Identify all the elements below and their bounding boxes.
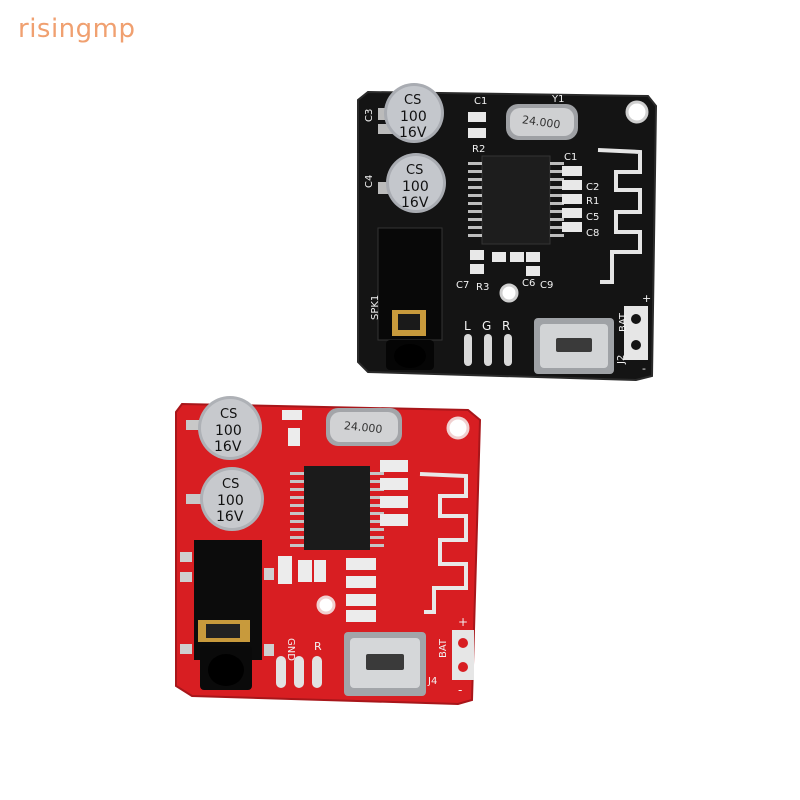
- crystal-oscillator: 24.000: [326, 408, 402, 446]
- capacitor-bottom: CS 100 16V: [186, 467, 264, 531]
- mounting-hole: [625, 100, 649, 124]
- crystal-oscillator: 24.000: [506, 104, 578, 140]
- label-c4: C4: [364, 175, 375, 188]
- label-r: R: [314, 640, 322, 653]
- label-l: L: [464, 319, 471, 333]
- main-ic-chip: [290, 466, 384, 550]
- red-pcb-board: CS 100 16V CS 100 16V: [175, 396, 482, 706]
- mounting-hole: [316, 595, 336, 615]
- label-plus: +: [642, 292, 651, 305]
- label-y1: Y1: [551, 94, 564, 105]
- bluetooth-antenna: [419, 472, 468, 614]
- main-ic-chip: [468, 155, 564, 245]
- mounting-hole: [446, 416, 470, 440]
- label-bat: BAT: [438, 638, 449, 658]
- smd-components: [468, 112, 582, 276]
- label-c9: C9: [540, 280, 553, 291]
- smd-components: [278, 410, 408, 622]
- label-c8: C8: [586, 228, 599, 239]
- watermark-text: risingmp: [18, 14, 136, 44]
- label-j2: J2: [616, 355, 627, 365]
- label-c5: C5: [586, 212, 599, 223]
- lgr-pads: [464, 334, 512, 366]
- label-spk: SPK1: [370, 295, 381, 320]
- label-minus: -: [642, 362, 646, 375]
- label-minus: -: [458, 683, 462, 697]
- label-r: R: [502, 319, 510, 333]
- svg-text:16V: 16V: [216, 509, 244, 525]
- label-j4: J4: [427, 676, 437, 687]
- audio-jack: [377, 227, 443, 370]
- svg-text:100: 100: [400, 109, 427, 125]
- svg-text:16V: 16V: [214, 439, 242, 455]
- label-gnd: GND: [285, 638, 296, 661]
- capacitor-top: CS 100 16V: [186, 396, 262, 460]
- label-r3: R3: [476, 282, 489, 293]
- label-r2: R2: [472, 144, 485, 155]
- micro-usb-port: [344, 632, 426, 696]
- label-c6: C6: [522, 278, 535, 289]
- label-c3: C3: [364, 109, 375, 122]
- bluetooth-antenna: [597, 148, 642, 284]
- capacitor-top: CS 100 16V: [378, 83, 444, 143]
- audio-output-pads: [276, 656, 322, 688]
- svg-text:24.000: 24.000: [343, 419, 383, 436]
- svg-text:CS: CS: [222, 477, 239, 492]
- label-g: G: [482, 319, 491, 333]
- mounting-hole: [499, 283, 519, 303]
- svg-text:24.000: 24.000: [521, 113, 561, 131]
- battery-pads: [452, 630, 474, 680]
- svg-text:16V: 16V: [401, 195, 429, 211]
- side-pads: [180, 552, 274, 656]
- svg-text:CS: CS: [404, 93, 421, 108]
- battery-pads: [624, 306, 648, 360]
- svg-text:100: 100: [402, 179, 429, 195]
- micro-usb-port: [534, 318, 614, 374]
- svg-text:16V: 16V: [399, 125, 427, 141]
- audio-jack: [194, 540, 262, 690]
- label-c1: C1: [564, 152, 577, 163]
- svg-text:100: 100: [217, 493, 244, 509]
- label-c7: C7: [456, 280, 469, 291]
- label-c2: C2: [586, 182, 599, 193]
- capacitor-bottom: CS 100 16V: [378, 153, 446, 213]
- label-plus: +: [458, 615, 468, 629]
- black-pcb-board: CS 100 16V CS 100 16V 24.000: [357, 83, 658, 382]
- label-bat: BAT: [618, 312, 629, 332]
- label-c1-top: C1: [474, 96, 487, 107]
- label-r1: R1: [586, 196, 599, 207]
- svg-text:100: 100: [215, 423, 242, 439]
- svg-text:CS: CS: [220, 407, 237, 422]
- svg-text:CS: CS: [406, 163, 423, 178]
